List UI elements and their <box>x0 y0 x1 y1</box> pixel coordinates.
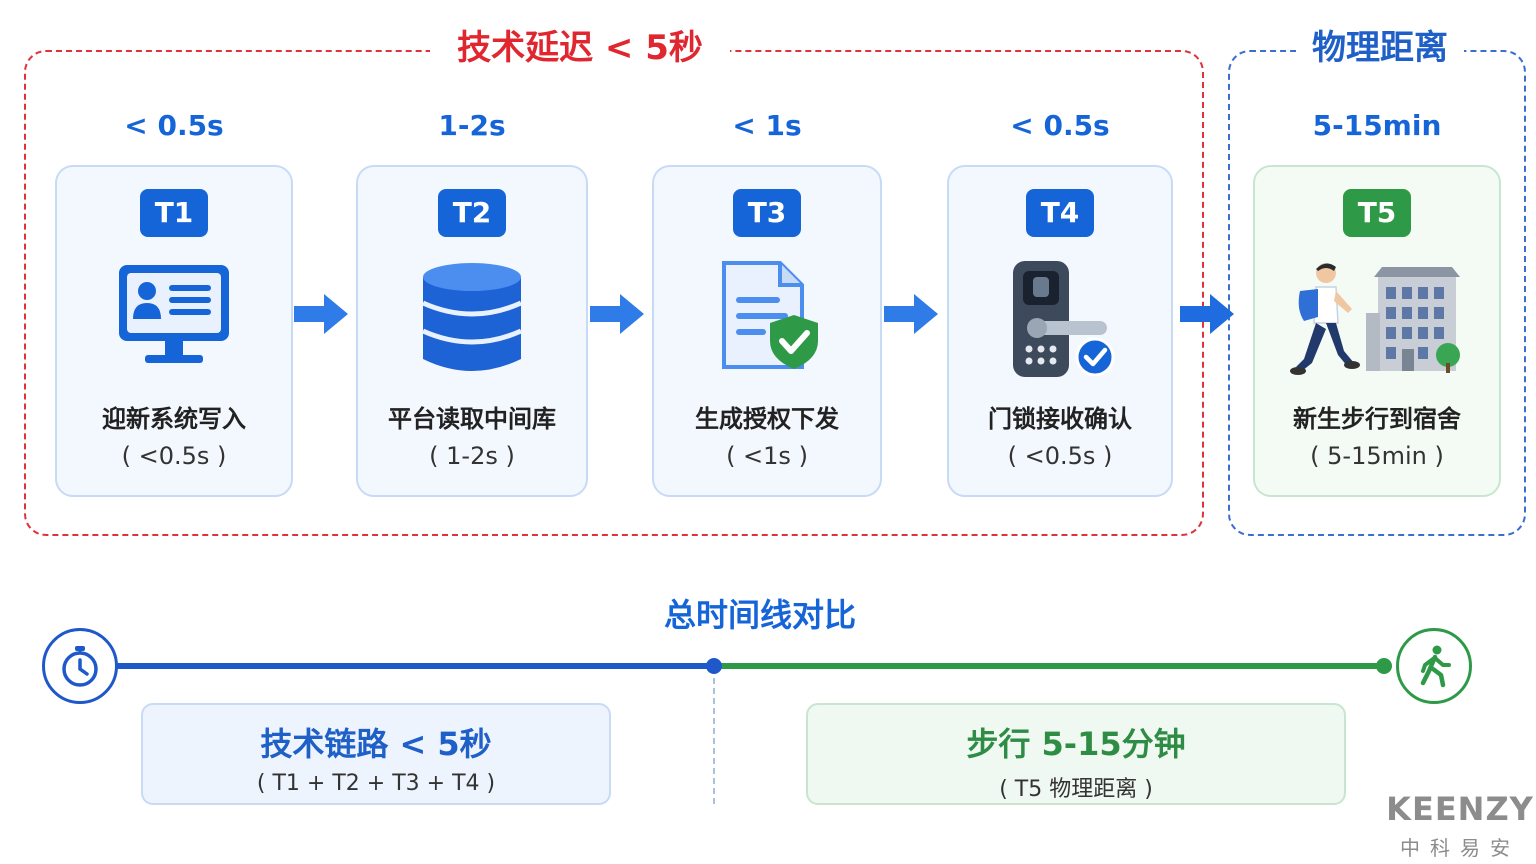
step-title-t4: 门锁接收确认 <box>988 405 1132 433</box>
step-title-t2: 平台读取中间库 <box>388 405 556 433</box>
timeline-title: 总时间线对比 <box>663 596 856 634</box>
step-sub-t5: ( 5-15min ) <box>1310 442 1444 470</box>
duration-t4: < 0.5s <box>1010 109 1110 142</box>
database-icon <box>407 259 537 379</box>
walking-person-icon <box>1396 628 1472 704</box>
step-title-t1: 迎新系统写入 <box>102 405 246 433</box>
step-card-t4: T4 门锁接收确认 ( <0.5s ) <box>947 165 1173 497</box>
arrow-right-icon <box>882 292 940 336</box>
duration-t1: < 0.5s <box>124 109 224 142</box>
step-badge-t4: T4 <box>1026 189 1094 237</box>
brand-logo: KEENZY 中科易安 <box>1386 790 1534 860</box>
timeline-midpoint <box>706 658 722 674</box>
arrow-right-icon <box>292 292 350 336</box>
tech-summary-title: 技术链路 < 5秒 <box>260 725 492 763</box>
step-sub-t3: ( <1s ) <box>726 442 808 470</box>
document-shield-icon <box>702 259 832 379</box>
smart-lock-icon <box>995 259 1125 379</box>
timeline-endpoint <box>1376 658 1392 674</box>
step-badge-t1: T1 <box>140 189 208 237</box>
timeline-walk-segment <box>716 663 1384 669</box>
step-card-t3: T3 生成授权下发 ( <1s ) <box>652 165 882 497</box>
arrow-right-icon <box>1178 292 1236 336</box>
step-badge-t5: T5 <box>1343 189 1411 237</box>
walk-summary-title: 步行 5-15分钟 <box>966 725 1186 763</box>
duration-t3: < 1s <box>732 109 802 142</box>
tech-summary-detail: ( T1 + T2 + T3 + T4 ) <box>256 771 496 796</box>
step-card-t5: T5 新生步行到宿舍 <box>1253 165 1501 497</box>
walk-summary-detail: ( T5 物理距离 ) <box>999 777 1153 802</box>
step-badge-t2: T2 <box>438 189 506 237</box>
tech-summary-box: 技术链路 < 5秒 ( T1 + T2 + T3 + T4 ) <box>141 703 611 805</box>
step-badge-t3: T3 <box>733 189 801 237</box>
timeline-tech-segment <box>112 663 716 669</box>
brand-name-cn: 中科易安 <box>1400 836 1520 860</box>
walk-summary-box: 步行 5-15分钟 ( T5 物理距离 ) <box>806 703 1346 805</box>
id-card-monitor-icon <box>109 259 239 379</box>
duration-t5: 5-15min <box>1312 109 1442 142</box>
duration-t2: 1-2s <box>438 109 506 142</box>
step-title-t3: 生成授权下发 <box>695 405 839 433</box>
step-card-t2: T2 平台读取中间库 ( 1-2s ) <box>356 165 588 497</box>
step-sub-t4: ( <0.5s ) <box>1007 442 1113 470</box>
brand-name-en: KEENZY <box>1386 790 1534 828</box>
student-walking-dorm-icon <box>1282 259 1472 379</box>
step-title-t5: 新生步行到宿舍 <box>1293 405 1461 433</box>
arrow-right-icon <box>588 292 646 336</box>
stopwatch-icon <box>42 628 118 704</box>
step-sub-t1: ( <0.5s ) <box>121 442 227 470</box>
step-sub-t2: ( 1-2s ) <box>429 442 515 470</box>
step-card-t1: T1 迎新系统写入 ( <0.5s ) <box>55 165 293 497</box>
technical-delay-title: 技术延迟 < 5秒 <box>430 26 730 70</box>
physical-distance-title: 物理距离 <box>1296 26 1464 70</box>
timeline-divider <box>713 678 715 804</box>
